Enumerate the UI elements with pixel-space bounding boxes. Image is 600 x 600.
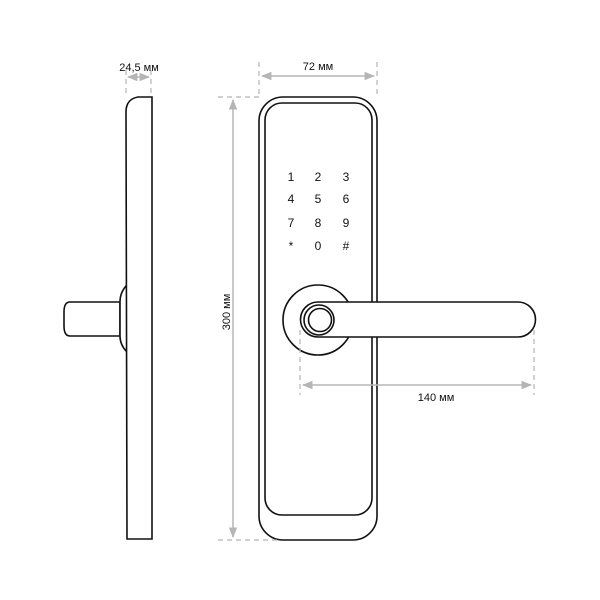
keypad-key: * xyxy=(289,239,294,253)
depth-label: 24,5 мм xyxy=(119,62,159,74)
keypad: 1 2 3 4 5 6 7 8 9 * 0 # xyxy=(288,170,350,253)
keypad-key: 7 xyxy=(288,216,295,230)
keypad-key: # xyxy=(343,239,350,253)
keypad-key: 5 xyxy=(315,192,322,206)
side-plate xyxy=(125,96,153,540)
height-dimension: 300 мм xyxy=(218,96,280,541)
keypad-key: 0 xyxy=(315,239,322,253)
width-dimension: 72 мм xyxy=(258,61,378,97)
front-view: 1 2 3 4 5 6 7 8 9 * 0 # xyxy=(258,96,537,541)
handle-length-label: 140 мм xyxy=(418,392,455,404)
depth-dimension: 24,5 мм xyxy=(119,62,159,97)
width-label: 72 мм xyxy=(303,61,333,73)
side-view xyxy=(63,96,153,540)
keypad-key: 6 xyxy=(343,192,350,206)
side-spindle xyxy=(63,301,121,337)
keypad-key: 9 xyxy=(343,216,350,230)
fingerprint-sensor xyxy=(307,307,333,333)
height-label: 300 мм xyxy=(221,294,233,331)
keypad-key: 2 xyxy=(315,170,322,184)
handle-length-dimension: 140 мм xyxy=(299,330,535,404)
lever-handle xyxy=(299,301,537,338)
side-rosette xyxy=(119,283,128,354)
keypad-key: 8 xyxy=(315,216,322,230)
keypad-key: 3 xyxy=(343,170,350,184)
keypad-key: 1 xyxy=(288,170,295,184)
keypad-key: 4 xyxy=(288,192,295,206)
